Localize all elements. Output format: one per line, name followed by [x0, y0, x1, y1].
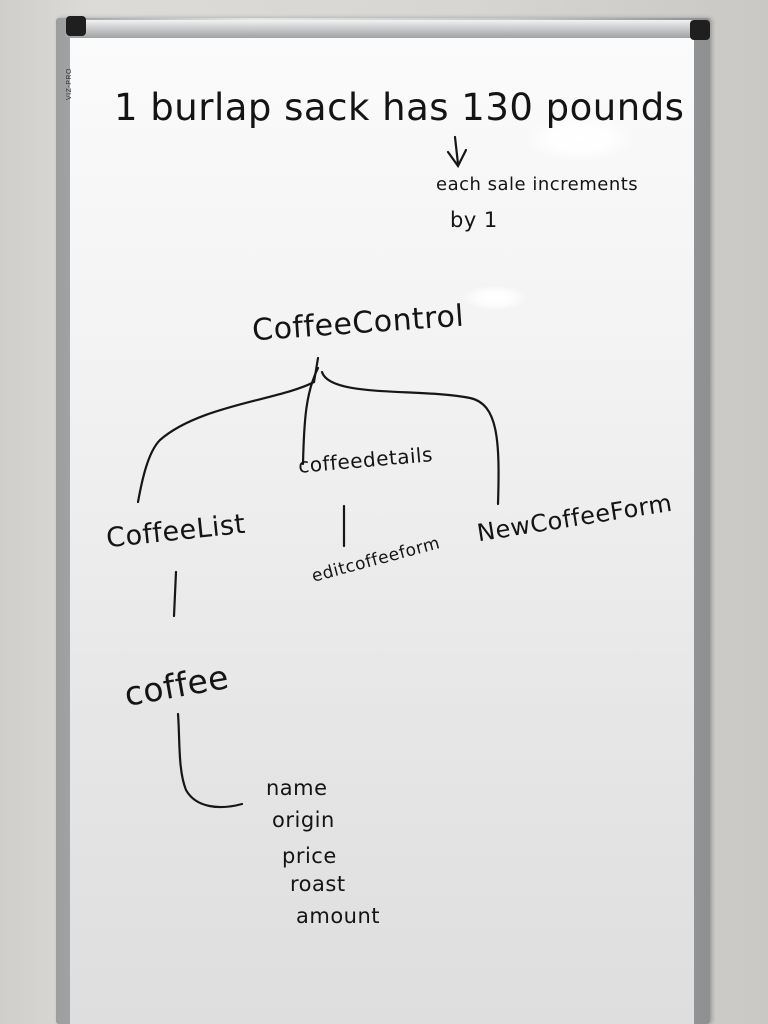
line-list-to-coffee — [172, 570, 178, 618]
arrow-head — [446, 148, 468, 169]
prop-amount: amount — [296, 904, 381, 928]
branch-to-coffeelist — [136, 380, 316, 504]
light-glare-top — [528, 116, 632, 162]
note-burlap-sack: 1 burlap sack has 130 pounds — [114, 86, 685, 129]
note-each-sale: each sale increments — [436, 174, 639, 195]
arrow-shaft — [453, 135, 460, 166]
branch-to-coffeedetails — [301, 366, 320, 466]
frame-corner-cap-left — [66, 16, 86, 36]
prop-roast: roast — [290, 872, 346, 896]
prop-origin: origin — [272, 808, 335, 832]
branch-to-newcoffeeform — [320, 370, 500, 506]
whiteboard-frame-top — [66, 20, 702, 38]
prop-name: name — [266, 776, 328, 800]
light-glare-middle — [464, 286, 526, 310]
frame-corner-cap-right — [690, 20, 710, 40]
line-coffee-to-props — [176, 712, 244, 809]
whiteboard-surface — [70, 38, 694, 1024]
note-by-one: by 1 — [450, 208, 498, 232]
prop-price: price — [282, 844, 337, 868]
